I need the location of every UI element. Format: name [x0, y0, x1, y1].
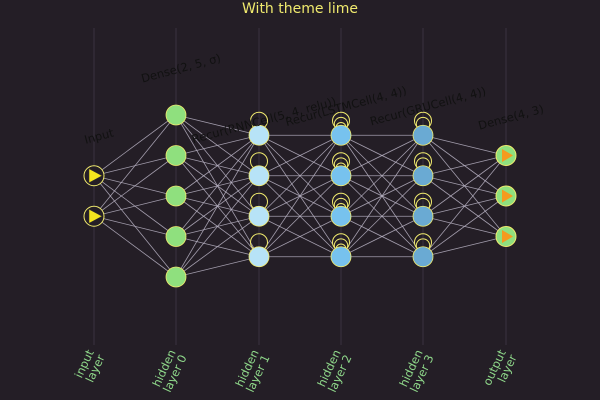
connection-edge: [175, 134, 260, 156]
output-arrow-icon: [502, 149, 513, 162]
connection-edge: [258, 134, 342, 177]
connection-edge: [258, 134, 342, 217]
connection-edge: [175, 134, 260, 237]
neuron-node: [248, 165, 270, 187]
connection-edge: [340, 134, 424, 217]
neuron-node: [248, 124, 270, 146]
neuron-node: [412, 246, 434, 268]
connection-edge: [175, 114, 260, 136]
connection-edge: [258, 135, 342, 257]
input-arrow-icon: [88, 168, 103, 184]
connection-edge: [175, 134, 260, 197]
connection-edge: [340, 135, 424, 257]
connection-edge: [340, 215, 424, 258]
connection-edge: [93, 195, 177, 217]
layer-label: Input: [83, 125, 116, 146]
neuron-node: [165, 266, 187, 288]
diagram-title: With theme lime: [242, 1, 358, 17]
connection-edge: [175, 215, 260, 278]
connection-edge: [340, 134, 424, 177]
layer-label: Dense(4, 3): [477, 102, 546, 133]
neuron-node: [330, 246, 352, 268]
neuron-node: [165, 145, 187, 166]
output-arrow-icon: [502, 230, 513, 243]
connection-edge: [175, 256, 260, 278]
neuron-node: [412, 165, 434, 187]
connection-edge: [422, 236, 507, 258]
connection-edge: [175, 175, 260, 278]
connection-edge: [340, 175, 424, 258]
connection-edge: [422, 155, 507, 217]
connection-edge: [258, 175, 342, 258]
neuron-node: [248, 246, 270, 268]
neuron-node: [248, 205, 270, 227]
connection-edge: [93, 114, 177, 217]
output-arrow-icon: [502, 189, 513, 203]
neuron-node: [330, 165, 352, 187]
connection-edge: [422, 195, 507, 258]
connection-edge: [93, 215, 177, 278]
connection-edge: [93, 155, 177, 217]
neuron-node: [330, 124, 352, 146]
neuron-node: [165, 226, 187, 247]
connection-edge: [422, 155, 507, 258]
connection-edge: [422, 155, 507, 177]
input-arrow-icon: [88, 208, 103, 224]
neuron-node: [412, 124, 434, 146]
layer-label: Dense(2, 5, σ): [140, 51, 223, 86]
neuron-node: [412, 205, 434, 227]
connection-edge: [175, 135, 260, 278]
neuron-node: [165, 185, 187, 207]
neuron-node: [330, 205, 352, 227]
connection-edge: [422, 134, 507, 156]
connection-edge: [93, 215, 177, 237]
connection-edge: [258, 215, 342, 258]
connection-edge: [93, 114, 177, 177]
neuron-node: [165, 104, 187, 126]
